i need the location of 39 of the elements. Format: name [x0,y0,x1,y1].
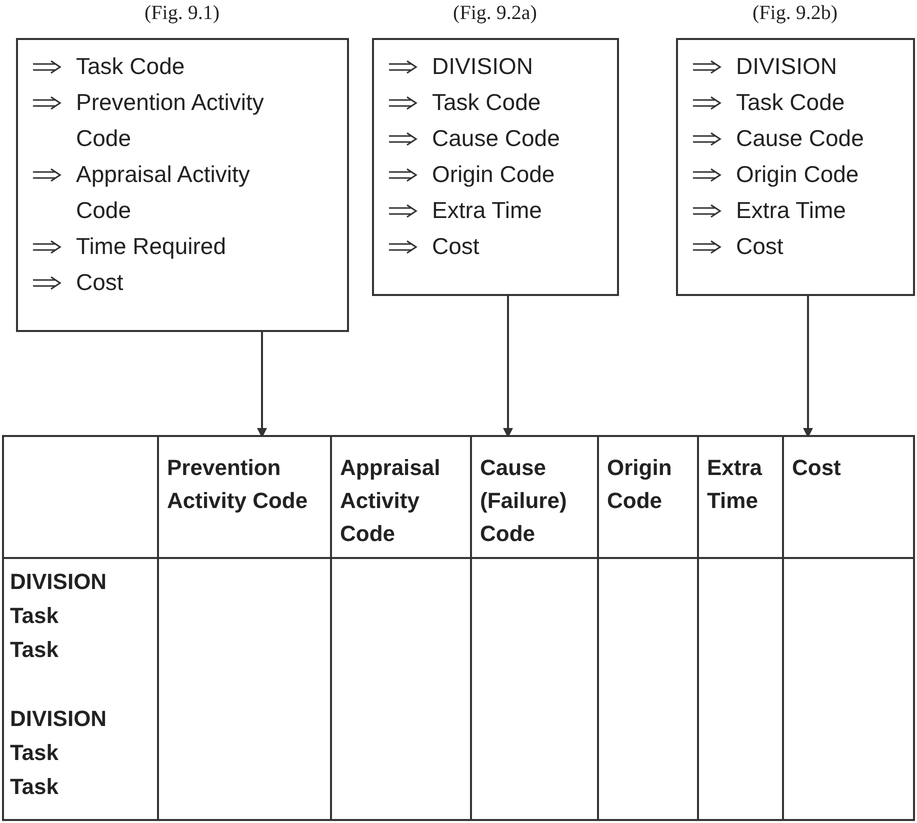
row-label: Task [10,773,59,801]
column-header-cell: Extra Time [697,437,782,819]
arrow [503,296,513,438]
list-item: Origin Code [736,160,859,189]
list-box [16,38,349,332]
column-header-cell: Prevention Activity Code [157,437,330,819]
list-item: Task Code [432,88,541,117]
column-header-cell: Cause (Failure) Code [470,437,597,819]
arrow [257,332,267,438]
figure-caption: (Fig. 9.2b) [752,2,838,25]
list-item: Cause Code [432,124,560,153]
list-item: DIVISION [736,52,837,81]
list-item: Appraisal Activity Code [76,160,251,225]
list-item: Cost [736,232,784,261]
list-item: Origin Code [432,160,555,189]
row-label: Task [10,636,59,664]
arrow [803,296,813,438]
row-label: Task [10,739,59,767]
row-label: DIVISION [10,705,107,733]
list-item: DIVISION [432,52,533,81]
data-table [2,435,915,821]
figure-caption: (Fig. 9.2a) [453,2,537,25]
column-header-cell: Cost [782,437,915,819]
list-item: Extra Time [432,196,542,225]
list-box [372,38,619,296]
list-item: Cost [432,232,480,261]
column-header-cell: Appraisal Activity Code [330,437,470,819]
list-item: Task Code [736,88,845,117]
list-box [676,38,915,296]
row-label: Task [10,602,59,630]
row-label: DIVISION [10,568,107,596]
list-item: Cost [76,268,124,297]
column-header-cell: Origin Code [597,437,697,819]
list-item: Cause Code [736,124,864,153]
figure-caption: (Fig. 9.1) [144,2,220,25]
list-item: Prevention Activity Code [76,88,265,153]
list-item: Time Required [76,232,226,261]
list-item: Extra Time [736,196,846,225]
list-item: Task Code [76,52,185,81]
